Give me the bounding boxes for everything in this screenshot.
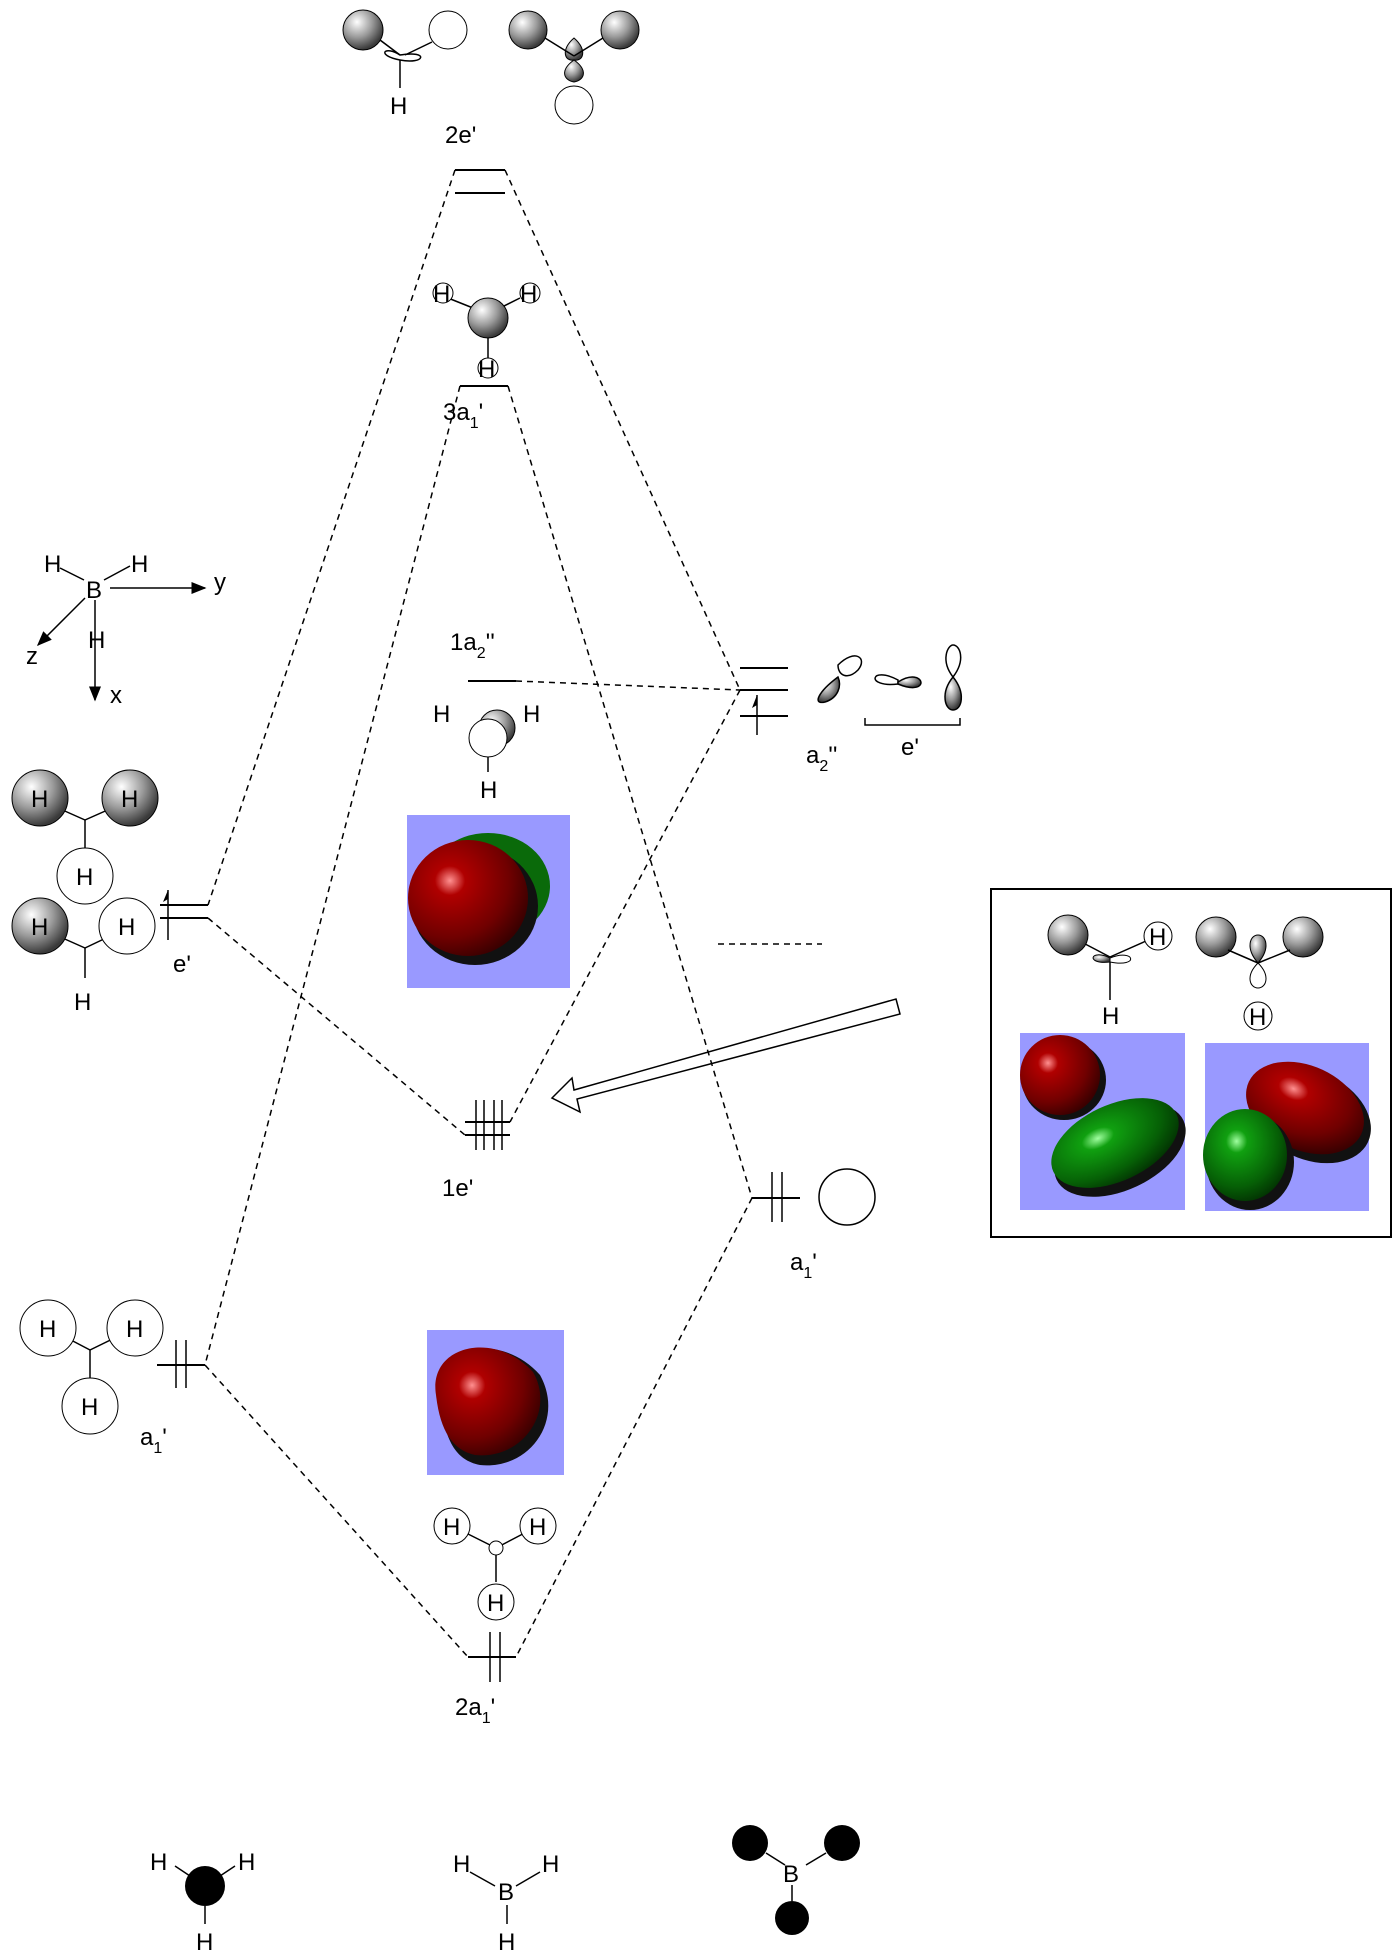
- correlation-lines: [204, 169, 753, 1658]
- 1a2-rendered-orbital: [407, 815, 570, 988]
- h-label: H: [542, 1851, 559, 1878]
- h-label: H: [131, 551, 148, 578]
- fragment-a1-level: [157, 1340, 205, 1388]
- boron-s-level: [752, 1172, 800, 1222]
- inset-1e-pictures: H H H: [990, 888, 1392, 1238]
- b-label: B: [783, 1861, 799, 1888]
- 2e-orbital-picture-a: H: [342, 9, 468, 120]
- bottom-structure-right: B: [732, 1825, 860, 1935]
- h-label: H: [529, 1514, 546, 1541]
- level-label-1a2: 1a2'': [450, 629, 495, 662]
- 2a1-orbital-picture: H H H: [433, 1507, 557, 1621]
- level-label-fragment-a1: a1': [140, 1424, 167, 1457]
- level-label-3a1: 3a1': [443, 399, 483, 432]
- level-2e: [455, 169, 505, 194]
- b-label: B: [86, 577, 102, 604]
- level-1e: [465, 1100, 510, 1150]
- boron-s-orbital-picture: [818, 1168, 876, 1226]
- h-label: H: [238, 1849, 255, 1876]
- h-label: H: [44, 551, 61, 578]
- h-label: H: [1102, 1003, 1119, 1030]
- 2e-orbital-picture-b: [508, 10, 640, 125]
- h-label: H: [487, 1590, 504, 1617]
- fragment-e-picture-upper: H H H: [11, 769, 159, 905]
- b-label: B: [498, 1879, 514, 1906]
- h-label: H: [1149, 924, 1166, 951]
- fragment-a1-picture: H H H: [19, 1299, 164, 1435]
- h-label: H: [196, 1929, 213, 1956]
- fragment-e-picture-lower: H H H: [11, 897, 156, 1016]
- 2a1-rendered-orbital: [427, 1330, 564, 1475]
- h-label: H: [523, 701, 540, 728]
- level-label-fragment-e: e': [173, 951, 191, 978]
- boron-p-orbital-pictures: [817, 644, 962, 726]
- level-label-2a1: 2a1': [455, 1694, 495, 1727]
- 1a2-orbital-picture: H H H: [433, 701, 540, 804]
- h-label: H: [480, 777, 497, 804]
- level-label-1e: 1e': [442, 1175, 473, 1202]
- level-label-boron-a1: a1': [790, 1249, 817, 1282]
- h-label: H: [81, 1394, 98, 1421]
- h-label: H: [88, 627, 105, 654]
- h-label: H: [433, 281, 450, 308]
- 3a1-orbital-picture: H H H: [432, 281, 541, 383]
- h-label: H: [76, 864, 93, 891]
- h-label: H: [453, 1851, 470, 1878]
- h-label: H: [121, 786, 138, 813]
- h-label: H: [74, 989, 91, 1016]
- bottom-structure-left: H H H: [150, 1849, 255, 1956]
- h-label: H: [31, 786, 48, 813]
- h-label: H: [478, 356, 495, 383]
- h-label: H: [498, 1929, 515, 1956]
- h-label: H: [390, 93, 407, 120]
- h-label: H: [31, 914, 48, 941]
- h-label: H: [118, 914, 135, 941]
- level-2a1: [468, 1632, 516, 1682]
- level-label-boron-a2: a2'': [806, 742, 837, 775]
- level-label-2e: 2e': [445, 122, 476, 149]
- bottom-structure-middle: H H B H: [453, 1851, 559, 1956]
- axis-z-label: z: [26, 643, 38, 670]
- axis-y-label: y: [214, 569, 226, 596]
- level-label-boron-e: e': [901, 734, 919, 761]
- pointer-arrow: [550, 998, 901, 1114]
- fragment-e-level: [160, 890, 208, 940]
- h-label: H: [150, 1849, 167, 1876]
- boron-p-level: [740, 667, 788, 735]
- h-label: H: [433, 701, 450, 728]
- coordinate-axes: H H B H y x z: [26, 551, 226, 709]
- h-label: H: [126, 1316, 143, 1343]
- h-label: H: [1249, 1004, 1266, 1031]
- h-label: H: [520, 281, 537, 308]
- h-label: H: [443, 1514, 460, 1541]
- axis-x-label: x: [110, 682, 122, 709]
- h-label: H: [39, 1316, 56, 1343]
